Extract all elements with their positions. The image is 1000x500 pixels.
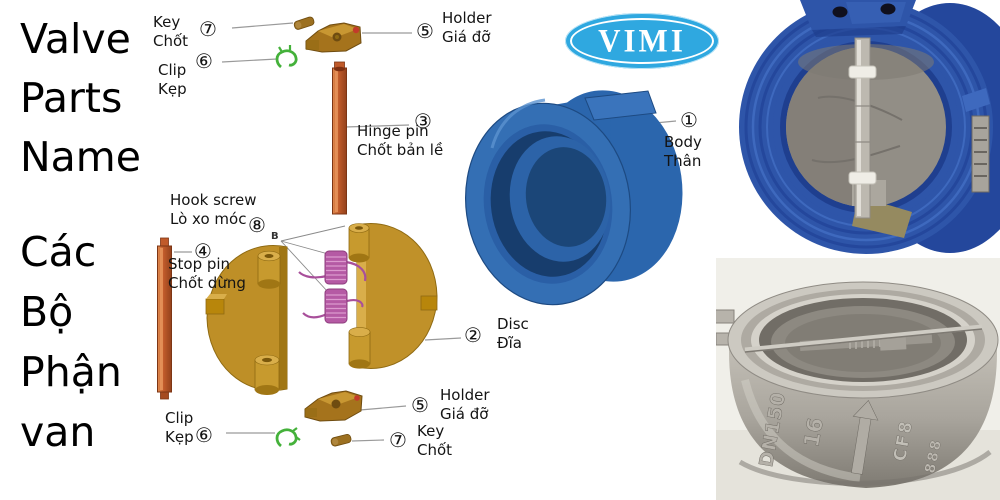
num-hook-screw: ⑧ <box>248 213 266 237</box>
vimi-logo-text: VIMI <box>598 22 686 59</box>
title-line: Parts <box>20 74 123 122</box>
title-english: Valve Parts Name <box>20 10 141 187</box>
num-body: ① <box>680 108 698 132</box>
left-disc-part <box>205 245 288 395</box>
label-clip-top: Clip Kẹp <box>158 61 187 98</box>
label-key-bottom: Key Chốt <box>417 422 453 459</box>
marking-16: 16 <box>799 416 828 449</box>
vimi-logo: VIMI <box>565 13 719 69</box>
spring-pointer-lines <box>280 225 346 293</box>
holder-top-part <box>305 22 362 53</box>
key-bottom-part <box>330 434 352 447</box>
title-vietnamese: Các Bộ Phận van <box>20 222 122 462</box>
body-render <box>464 90 683 306</box>
num-holder-top: ⑤ <box>416 19 434 43</box>
label-stop-pin: Stop pin Chốt dừng <box>168 255 246 292</box>
title-line: Name <box>20 133 141 181</box>
clip-top-part <box>275 45 298 69</box>
marking-888: 888 <box>922 437 945 475</box>
num-holder-bottom: ⑤ <box>411 393 429 417</box>
num-stop-pin: ④ <box>194 239 212 263</box>
title-line: van <box>20 408 96 456</box>
clip-bottom-part <box>275 427 301 448</box>
label-holder-top: Holder Giá đỡ <box>442 9 492 46</box>
num-hinge-pin: ③ <box>414 109 432 133</box>
key-top-part <box>293 16 315 30</box>
vimi-logo-ring: VIMI <box>570 18 714 64</box>
num-key-bottom: ⑦ <box>389 428 407 452</box>
steel-valve-photo: DN150 16 CF8 888 <box>716 258 1000 500</box>
num-key-top: ⑦ <box>199 17 217 41</box>
label-disc: Disc Đĩa <box>497 315 529 352</box>
hinge-pin-part <box>332 61 347 215</box>
title-line: Các <box>20 228 97 276</box>
flow-arrow-mark <box>851 400 879 475</box>
label-body: Body Thân <box>664 133 702 170</box>
holder-bottom-part <box>304 390 363 422</box>
num-disc: ② <box>464 323 482 347</box>
spring-top-part <box>298 250 367 285</box>
spring-bottom-part <box>302 288 364 324</box>
num-clip-top: ⑥ <box>195 49 213 73</box>
right-disc-part <box>348 223 438 369</box>
title-line: Valve <box>20 15 131 63</box>
label-key-top: Key Chốt <box>153 13 189 50</box>
label-holder-bottom: Holder Giá đỡ <box>440 386 490 423</box>
spring-point-label: B <box>271 231 279 242</box>
label-hook-screw: Hook screw Lò xo móc <box>170 191 257 228</box>
label-clip-bottom: Clip Kẹp <box>165 409 194 446</box>
num-clip-bottom: ⑥ <box>195 423 213 447</box>
stop-pin-part <box>157 237 172 400</box>
title-line: Bộ <box>20 288 74 336</box>
blue-valve-photo <box>739 0 1000 254</box>
title-line: Phận <box>20 348 122 396</box>
label-hinge-pin: Hinge pin Chốt bản lề <box>357 122 444 159</box>
